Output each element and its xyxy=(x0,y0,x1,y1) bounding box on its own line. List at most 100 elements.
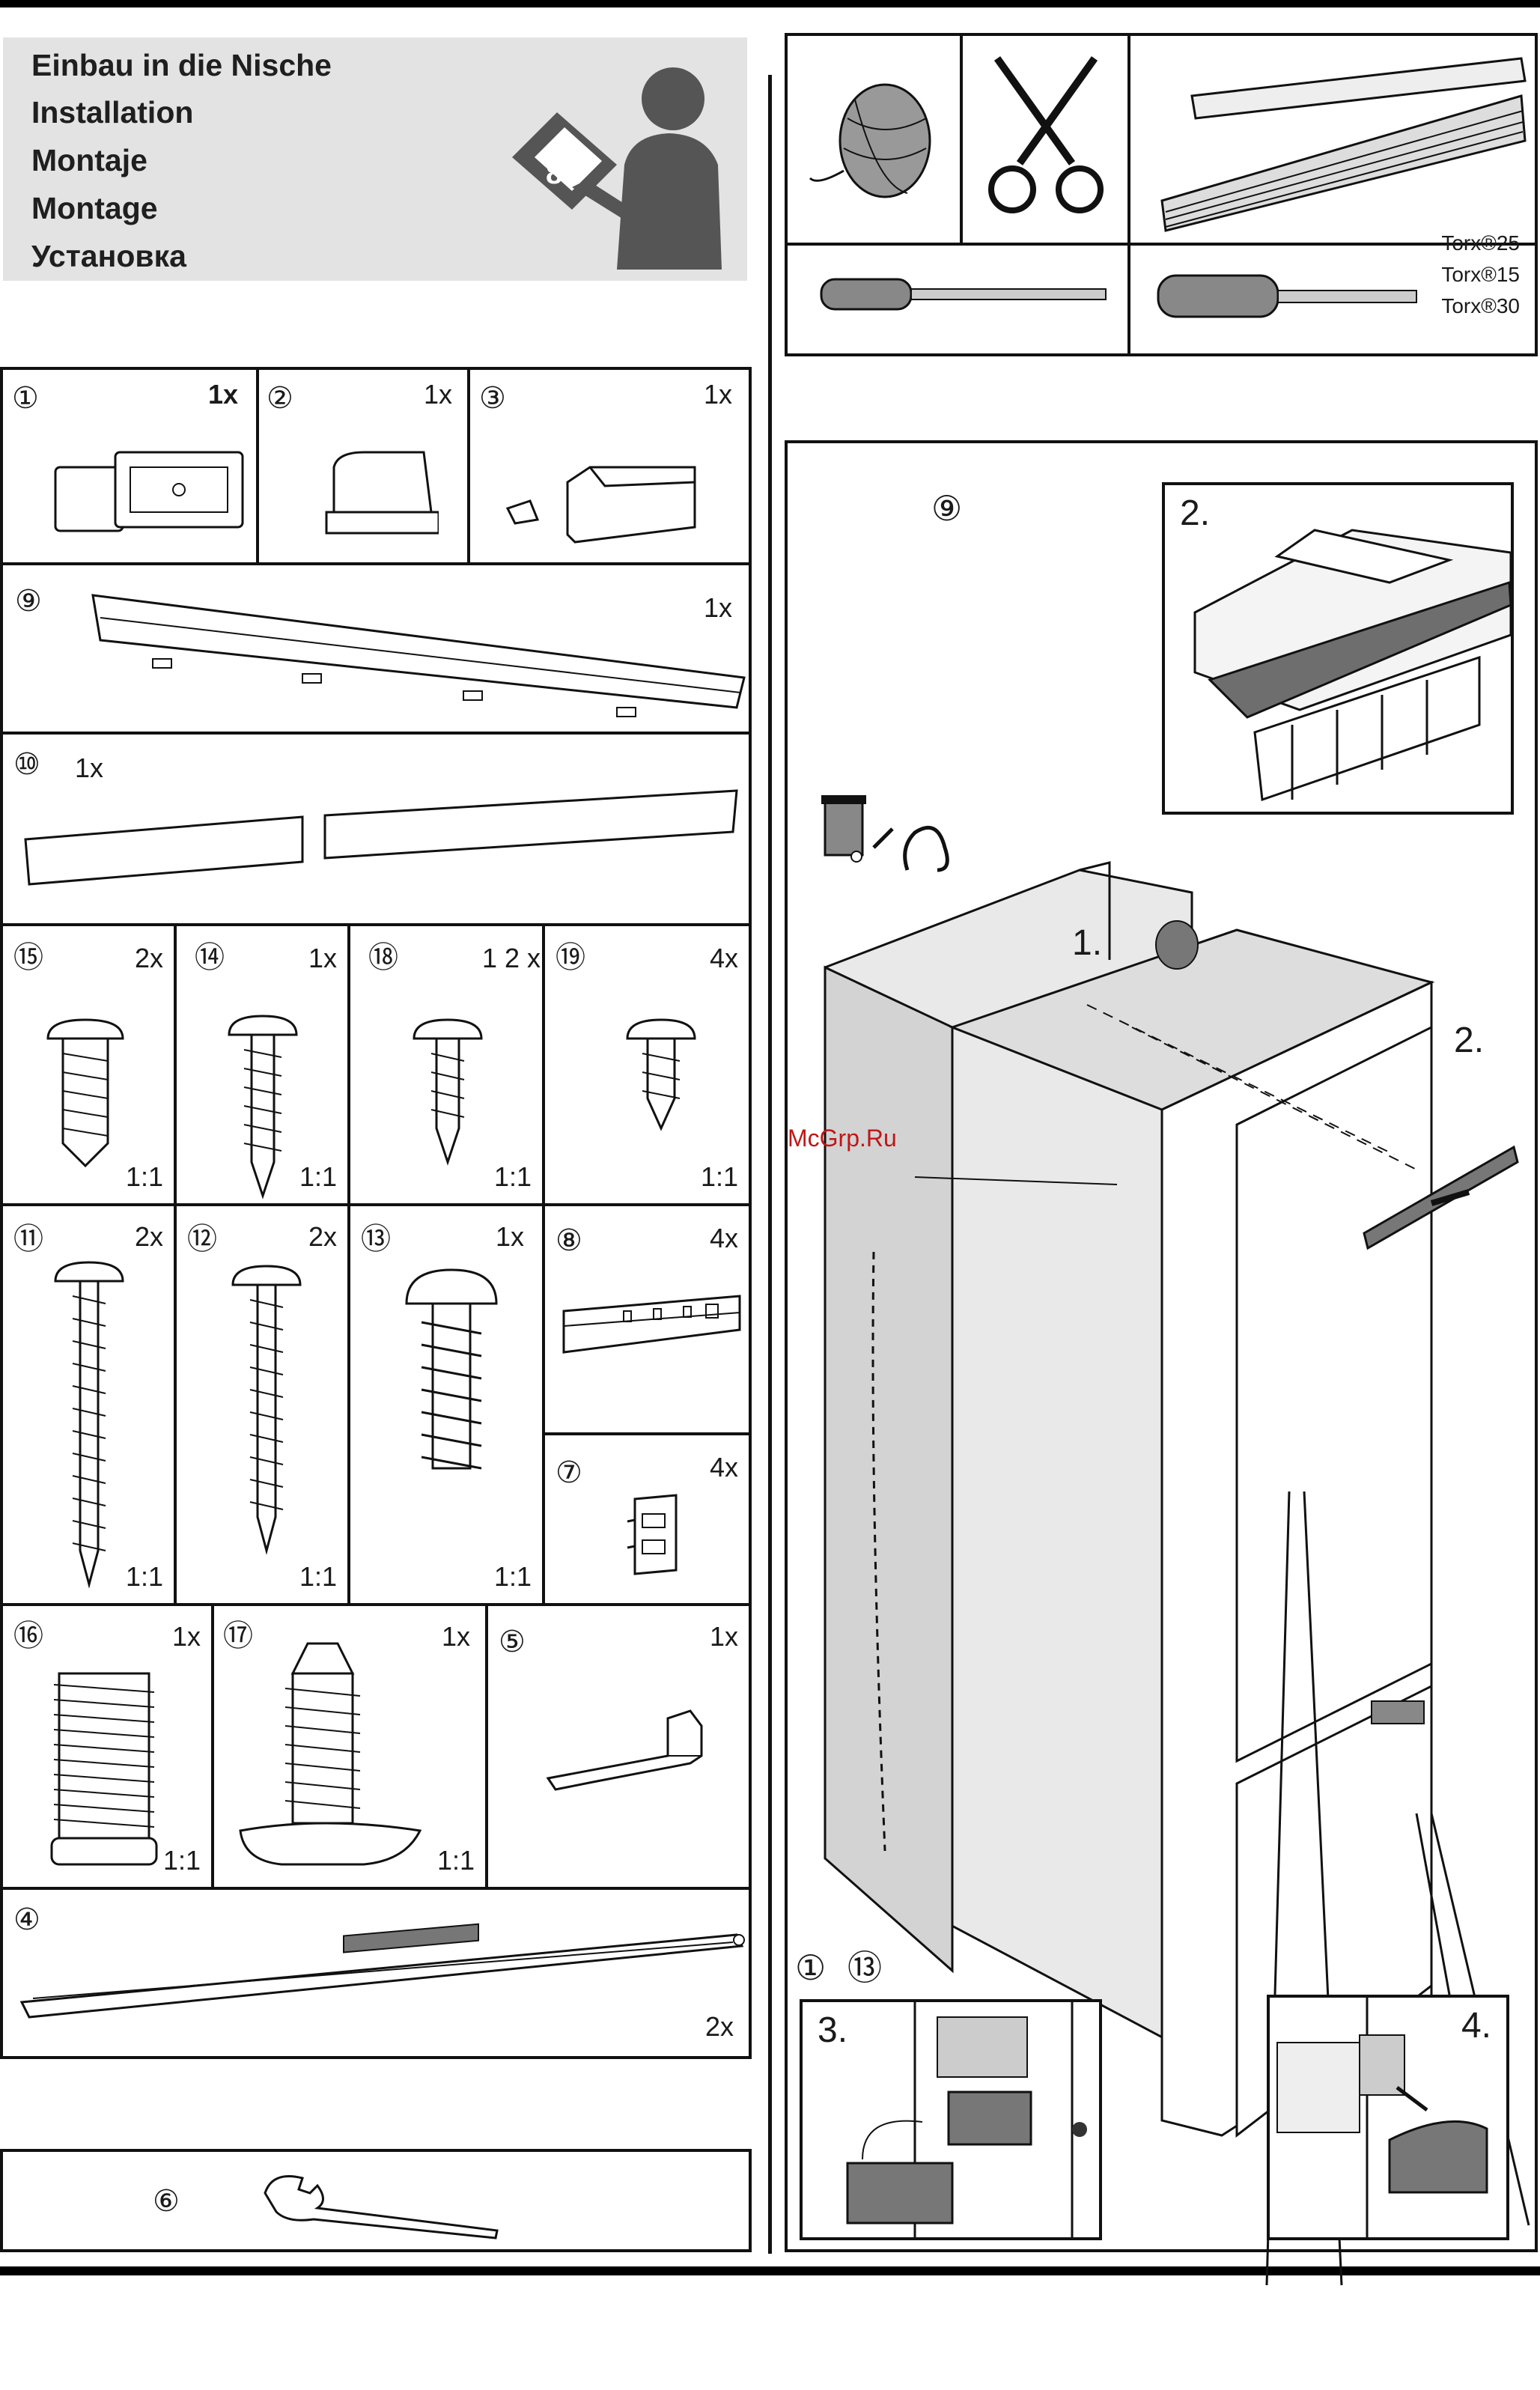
part-number: ⑫ xyxy=(187,1224,217,1254)
part-19-cell: ⑲ 4x 1:1 xyxy=(542,923,752,1206)
part-17-cell: ⑰ 1x 1:1 xyxy=(211,1603,488,1890)
part-quantity: 1x xyxy=(75,752,103,784)
part-number: ⑯ xyxy=(13,1621,43,1651)
part-4-illustration xyxy=(14,1920,748,2025)
part-3-cell: ③ 1x xyxy=(467,367,752,565)
scale-label: 1:1 xyxy=(126,1561,163,1593)
part-9-illustration xyxy=(78,588,752,730)
part-number: ⑬ xyxy=(361,1224,391,1254)
part-15-cell: ⑮ 2x 1:1 xyxy=(0,923,177,1206)
part-5-cell: ⑤ 1x xyxy=(485,1603,752,1890)
title-block: Einbau in die Nische Installation Montaj… xyxy=(3,37,747,281)
part-number: ⑧ xyxy=(556,1226,582,1256)
detail-top: 2. xyxy=(1162,482,1514,815)
scale-label: 1:1 xyxy=(437,1845,475,1876)
part-quantity: 4x xyxy=(710,1452,738,1483)
part-quantity: 4x xyxy=(710,1223,738,1254)
column-divider xyxy=(768,75,772,2254)
scale-label: 1:1 xyxy=(494,1561,532,1593)
part-10-cell: ⑩ 1x xyxy=(0,732,752,926)
part-number: ⑤ xyxy=(499,1627,526,1657)
scale-label: 1:1 xyxy=(299,1561,337,1593)
part-number: ⑭ xyxy=(195,943,225,973)
screw-15-illustration xyxy=(44,1016,127,1188)
detail-part-number: ⑨ xyxy=(931,488,962,529)
part-6-cell: ⑥ xyxy=(0,2149,752,2252)
part-16-illustration xyxy=(48,1666,160,1876)
part-2-cell: ② 1x xyxy=(256,367,470,565)
part-quantity: 1x xyxy=(496,1221,524,1253)
part-1-illustration xyxy=(48,437,250,550)
wrench-icon xyxy=(258,2167,505,2242)
part-16-cell: ⑯ 1x 1:1 xyxy=(0,1603,214,1890)
screw-19-illustration xyxy=(624,1016,699,1143)
part-17-illustration xyxy=(229,1636,431,1876)
part-number: ⑨ xyxy=(15,586,42,616)
part-quantity: 2x xyxy=(135,1221,163,1253)
title-en: Installation xyxy=(31,95,193,130)
flat-screwdriver-icon xyxy=(818,261,1117,328)
part-10-illustration xyxy=(18,787,744,914)
scale-label: 1:1 xyxy=(163,1845,201,1876)
part-number: ③ xyxy=(479,383,506,413)
svg-text:8: 8 xyxy=(546,157,562,190)
part-quantity: 2x xyxy=(308,1221,337,1253)
part-8-illustration xyxy=(556,1289,751,1371)
part-number: ⑲ xyxy=(556,943,585,973)
part-8-cell: ⑧ 4x xyxy=(542,1203,752,1435)
part-quantity: 1x xyxy=(442,1621,470,1652)
part-4-cell: ④ 2x xyxy=(0,1887,752,2059)
screw-12-illustration xyxy=(229,1262,304,1562)
part-quantity: 1x xyxy=(710,1621,738,1652)
folding-ruler-icon xyxy=(1147,51,1529,238)
part-quantity: 1x xyxy=(308,943,337,974)
part-number: ⑦ xyxy=(556,1458,582,1488)
part-number: ⑱ xyxy=(368,943,398,973)
title-de: Einbau in die Nische xyxy=(31,48,332,83)
part-11-cell: ⑪ 2x 1:1 xyxy=(0,1203,177,1606)
torx-size: Torx®15 xyxy=(1441,259,1520,291)
title-es: Montaje xyxy=(31,143,147,178)
watermark: McGrp.Ru xyxy=(788,1125,897,1152)
part-quantity: 1x xyxy=(704,379,732,410)
part-quantity: 4x xyxy=(710,943,738,974)
top-cover-detail-illustration xyxy=(1165,485,1511,812)
part-number: ⑥ xyxy=(153,2186,180,2216)
part-2-illustration xyxy=(319,445,439,550)
torx-sizes: Torx®25 Torx®15 Torx®30 xyxy=(1441,228,1520,322)
part-quantity: 2x xyxy=(135,943,163,974)
part-number: ⑪ xyxy=(13,1224,43,1254)
torx-size: Torx®30 xyxy=(1441,291,1520,322)
part-number: ② xyxy=(267,383,293,413)
scale-label: 1:1 xyxy=(494,1161,532,1193)
scale-label: 1:1 xyxy=(126,1161,163,1193)
scale-label: 1:1 xyxy=(701,1161,738,1193)
part-18-cell: ⑱ 1 2 x 1:1 xyxy=(347,923,545,1206)
torx-size: Torx®25 xyxy=(1441,228,1520,259)
step-2-label: 2. xyxy=(1454,1020,1484,1061)
part-13-cell: ⑬ 1x 1:1 xyxy=(347,1203,545,1606)
screw-14-illustration xyxy=(225,1012,300,1199)
reader-manual-icon: 8 xyxy=(505,52,729,277)
scale-label: 1:1 xyxy=(299,1161,337,1193)
detail-bottom-left: 3. xyxy=(800,1999,1102,2240)
title-ru: Установка xyxy=(31,239,186,274)
screw-18-illustration xyxy=(410,1016,485,1181)
part-7-illustration xyxy=(624,1492,691,1581)
scissors-icon xyxy=(975,51,1117,231)
part-9-cell: ⑨ 1x xyxy=(0,562,752,735)
screw-11-illustration xyxy=(52,1259,127,1588)
part-number: ① xyxy=(12,383,39,413)
tools-panel: Torx®25 Torx®15 Torx®30 xyxy=(785,33,1538,356)
part-3-illustration xyxy=(500,452,740,557)
installation-diagram: ⑨ 2. 1. xyxy=(785,440,1538,2252)
torx-screwdriver-icon xyxy=(1154,261,1424,335)
part-quantity: 1x xyxy=(172,1621,201,1652)
step-1-label: 1. xyxy=(1072,922,1102,964)
part-quantity: 1 2 x xyxy=(482,943,541,974)
part-7-cell: ⑦ 4x xyxy=(542,1432,752,1606)
part-1-cell: ① 1x xyxy=(0,367,259,565)
base-cover-detail-illustration xyxy=(1270,1998,1506,2237)
hinge-cover-detail-illustration xyxy=(803,2002,1099,2237)
part-14-cell: ⑭ 1x 1:1 xyxy=(174,923,350,1206)
